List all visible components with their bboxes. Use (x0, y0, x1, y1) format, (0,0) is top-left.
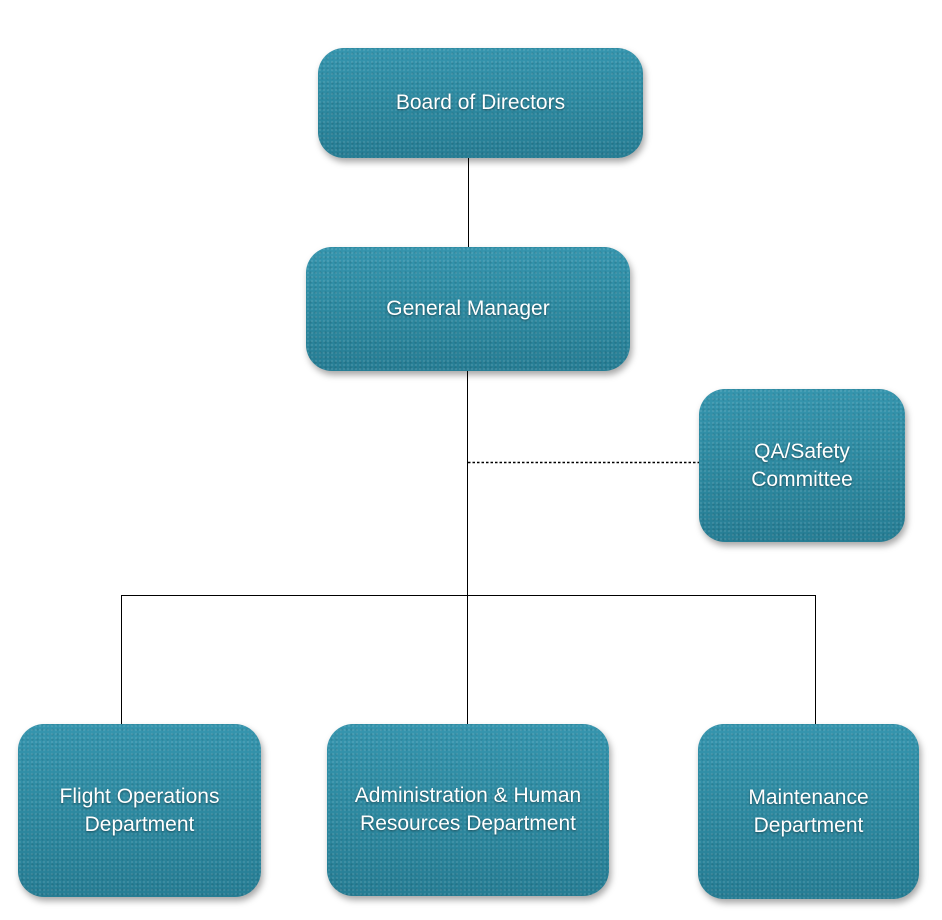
general-manager-box: General Manager (306, 247, 630, 371)
flight-operations-department-label: Flight Operations Department (59, 784, 220, 836)
general-manager-label: General Manager (386, 297, 550, 320)
flight-operations-department-box: Flight Operations Department (18, 724, 261, 897)
maintenance-department-label: Maintenance Department (748, 785, 869, 837)
maintenance-department-box: Maintenance Department (698, 724, 919, 899)
board-of-directors-label: Board of Directors (395, 91, 566, 114)
qa-safety-committee-box: QA/Safety Committee (699, 389, 905, 542)
administration-hr-department-label: Administration & Human Resources Departm… (354, 784, 582, 835)
qa-safety-committee-label: QA/Safety Committee (751, 439, 853, 491)
administration-hr-department-box: Administration & Human Resources Departm… (327, 724, 609, 896)
board-of-directors-box: Board of Directors (318, 48, 643, 158)
